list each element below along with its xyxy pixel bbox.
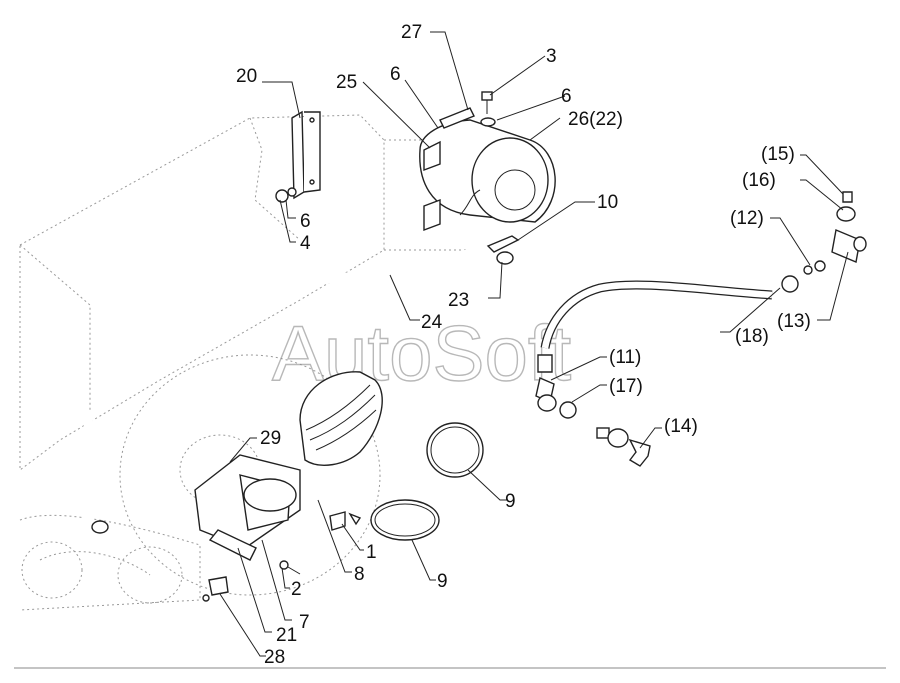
clamp-9-upper (426, 422, 484, 478)
clamp-9-lower (370, 499, 440, 541)
small-parts (202, 511, 362, 602)
callout-6-a: 6 (390, 64, 401, 85)
callout-4: 4 (300, 233, 311, 254)
bracket-20 (275, 110, 321, 203)
hose-24 (72, 244, 501, 534)
callout-3: 3 (546, 46, 557, 67)
flex-duct (299, 371, 383, 466)
callout-labels: 27 3 6 20 25 6 26(22) (15) (16) 10 (12) … (236, 22, 811, 668)
callout-10: 10 (597, 192, 618, 213)
callout-11: (11) (609, 347, 641, 368)
callout-12: (12) (730, 208, 764, 229)
callout-7: 7 (299, 612, 310, 633)
callout-6-b: 6 (561, 86, 572, 107)
callout-1: 1 (366, 542, 377, 563)
leader-lines (219, 31, 849, 657)
hose-18 (540, 280, 773, 349)
callout-16: (16) (742, 170, 776, 191)
hose-10 (486, 235, 520, 265)
callout-29: 29 (260, 428, 281, 449)
callout-24: 24 (421, 312, 443, 333)
callout-26-22: 26(22) (568, 109, 623, 130)
callout-25: 25 (336, 72, 357, 93)
callout-20: 20 (236, 66, 257, 87)
callout-14: (14) (664, 416, 698, 437)
callout-23: 23 (448, 290, 469, 311)
callout-21: 21 (276, 625, 297, 646)
callout-9-b: 9 (437, 571, 448, 592)
intake-box (194, 454, 301, 561)
callout-27: 27 (401, 22, 422, 43)
fittings-center (535, 354, 651, 467)
callout-9-a: 9 (505, 491, 516, 512)
callout-2: 2 (291, 579, 302, 600)
callout-18: (18) (735, 326, 769, 347)
callout-8: 8 (354, 564, 365, 585)
callout-15: (15) (761, 144, 795, 165)
air-cleaner-26 (419, 107, 556, 232)
callout-17: (17) (609, 376, 643, 397)
bolt-3 (480, 91, 496, 127)
callout-28: 28 (264, 647, 285, 668)
fittings-right (781, 191, 867, 293)
callout-13: (13) (777, 311, 811, 332)
callout-6-c: 6 (300, 211, 311, 232)
